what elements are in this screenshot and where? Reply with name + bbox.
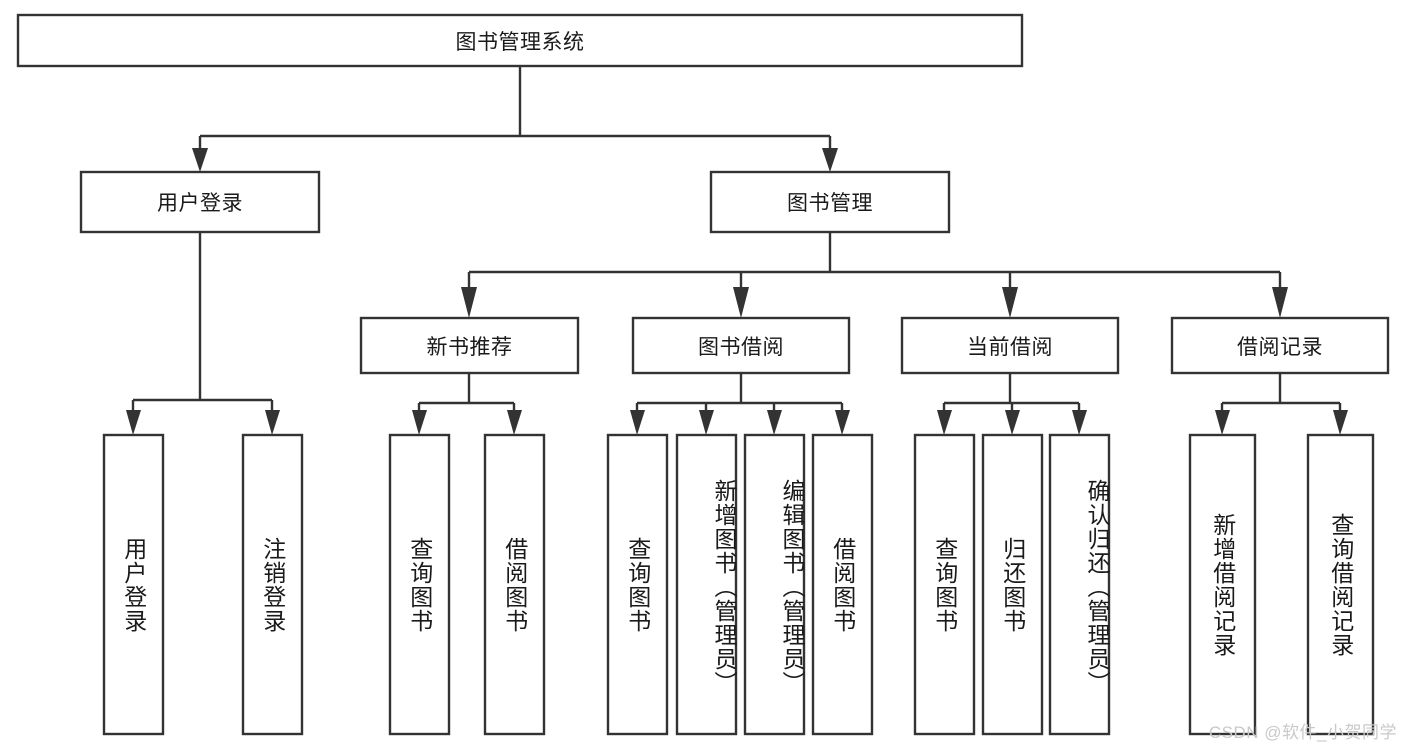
arrowhead-leaf-borrow-book-2 xyxy=(835,410,850,435)
node-box-book-management[interactable] xyxy=(709,170,951,234)
node-box-leaf-query-book-3[interactable] xyxy=(913,433,976,736)
node-box-leaf-confirm-return-admin[interactable] xyxy=(1048,433,1111,736)
arrowhead-leaf-add-book-admin xyxy=(699,410,714,435)
arrowhead-new-book-recommend xyxy=(461,287,477,318)
arrowhead-borrow-record xyxy=(1272,287,1288,318)
arrowhead-leaf-add-borrow-record xyxy=(1215,410,1230,435)
arrowhead-current-borrow xyxy=(1002,287,1018,318)
arrowhead-book-management xyxy=(822,148,838,172)
node-box-leaf-borrow-book-2[interactable] xyxy=(811,433,874,736)
arrowhead-book-borrow xyxy=(733,287,749,318)
node-box-root[interactable] xyxy=(16,13,1024,68)
arrowhead-leaf-user-login xyxy=(126,410,141,435)
node-box-book-borrow[interactable] xyxy=(631,316,851,375)
node-box-leaf-query-borrow-record[interactable] xyxy=(1306,433,1375,736)
arrowhead-leaf-confirm-return-admin xyxy=(1072,410,1087,435)
arrowhead-leaf-logout xyxy=(265,410,280,435)
node-box-current-borrow[interactable] xyxy=(900,316,1120,375)
arrowhead-leaf-query-book-1 xyxy=(412,410,427,435)
node-box-leaf-query-book-1[interactable] xyxy=(388,433,451,736)
arrowhead-leaf-borrow-book-1 xyxy=(507,410,522,435)
node-box-leaf-logout[interactable] xyxy=(241,433,304,736)
arrowhead-leaf-edit-book-admin xyxy=(767,410,782,435)
node-box-user-login[interactable] xyxy=(79,170,321,234)
arrowhead-leaf-query-book-3 xyxy=(937,410,952,435)
arrowhead-user-login xyxy=(192,148,208,172)
node-box-leaf-user-login[interactable] xyxy=(102,433,165,736)
node-box-leaf-return-book[interactable] xyxy=(981,433,1044,736)
node-box-new-book-recommend[interactable] xyxy=(359,316,580,375)
arrowhead-leaf-query-book-2 xyxy=(630,410,645,435)
node-box-borrow-record[interactable] xyxy=(1170,316,1390,375)
node-box-leaf-borrow-book-1[interactable] xyxy=(483,433,546,736)
arrowhead-leaf-query-borrow-record xyxy=(1333,410,1348,435)
node-box-leaf-add-borrow-record[interactable] xyxy=(1188,433,1257,736)
node-box-leaf-add-book-admin[interactable] xyxy=(675,433,738,736)
node-box-leaf-query-book-2[interactable] xyxy=(606,433,669,736)
arrowhead-leaf-return-book xyxy=(1005,410,1020,435)
node-box-leaf-edit-book-admin[interactable] xyxy=(743,433,806,736)
